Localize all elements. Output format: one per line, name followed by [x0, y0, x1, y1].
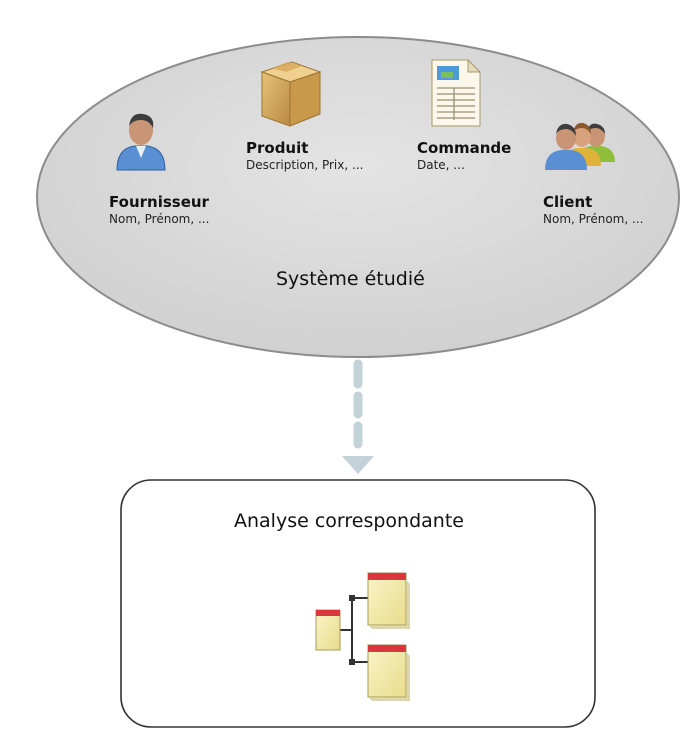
client-group-icon — [545, 122, 615, 170]
entity-supplier-title: Fournisseur — [109, 193, 209, 211]
system-label: Système étudié — [276, 268, 425, 290]
entity-order-title: Commande — [417, 139, 512, 157]
entity-order-attrs: Date, ... — [417, 158, 465, 172]
product-box-icon — [260, 61, 322, 127]
entity-product: Produit Description, Prix, ... — [246, 139, 363, 173]
class-diagram-icon — [315, 572, 410, 701]
entity-supplier-attrs: Nom, Prénom, ... — [109, 212, 210, 226]
entity-client-attrs: Nom, Prénom, ... — [543, 212, 644, 226]
order-document-icon — [431, 58, 482, 127]
entity-product-attrs: Description, Prix, ... — [246, 158, 364, 172]
analysis-label: Analyse correspondante — [234, 510, 464, 532]
dashed-down-arrow-icon — [342, 359, 374, 474]
entity-client: Client Nom, Prénom, ... — [543, 193, 643, 227]
analysis-box — [120, 479, 596, 728]
supplier-person-icon — [116, 113, 166, 171]
entity-product-title: Produit — [246, 139, 309, 157]
entity-supplier: Fournisseur Nom, Prénom, ... — [109, 193, 209, 227]
entity-client-title: Client — [543, 193, 593, 211]
system-ellipse — [36, 36, 680, 358]
entity-order: Commande Date, ... — [417, 139, 511, 173]
